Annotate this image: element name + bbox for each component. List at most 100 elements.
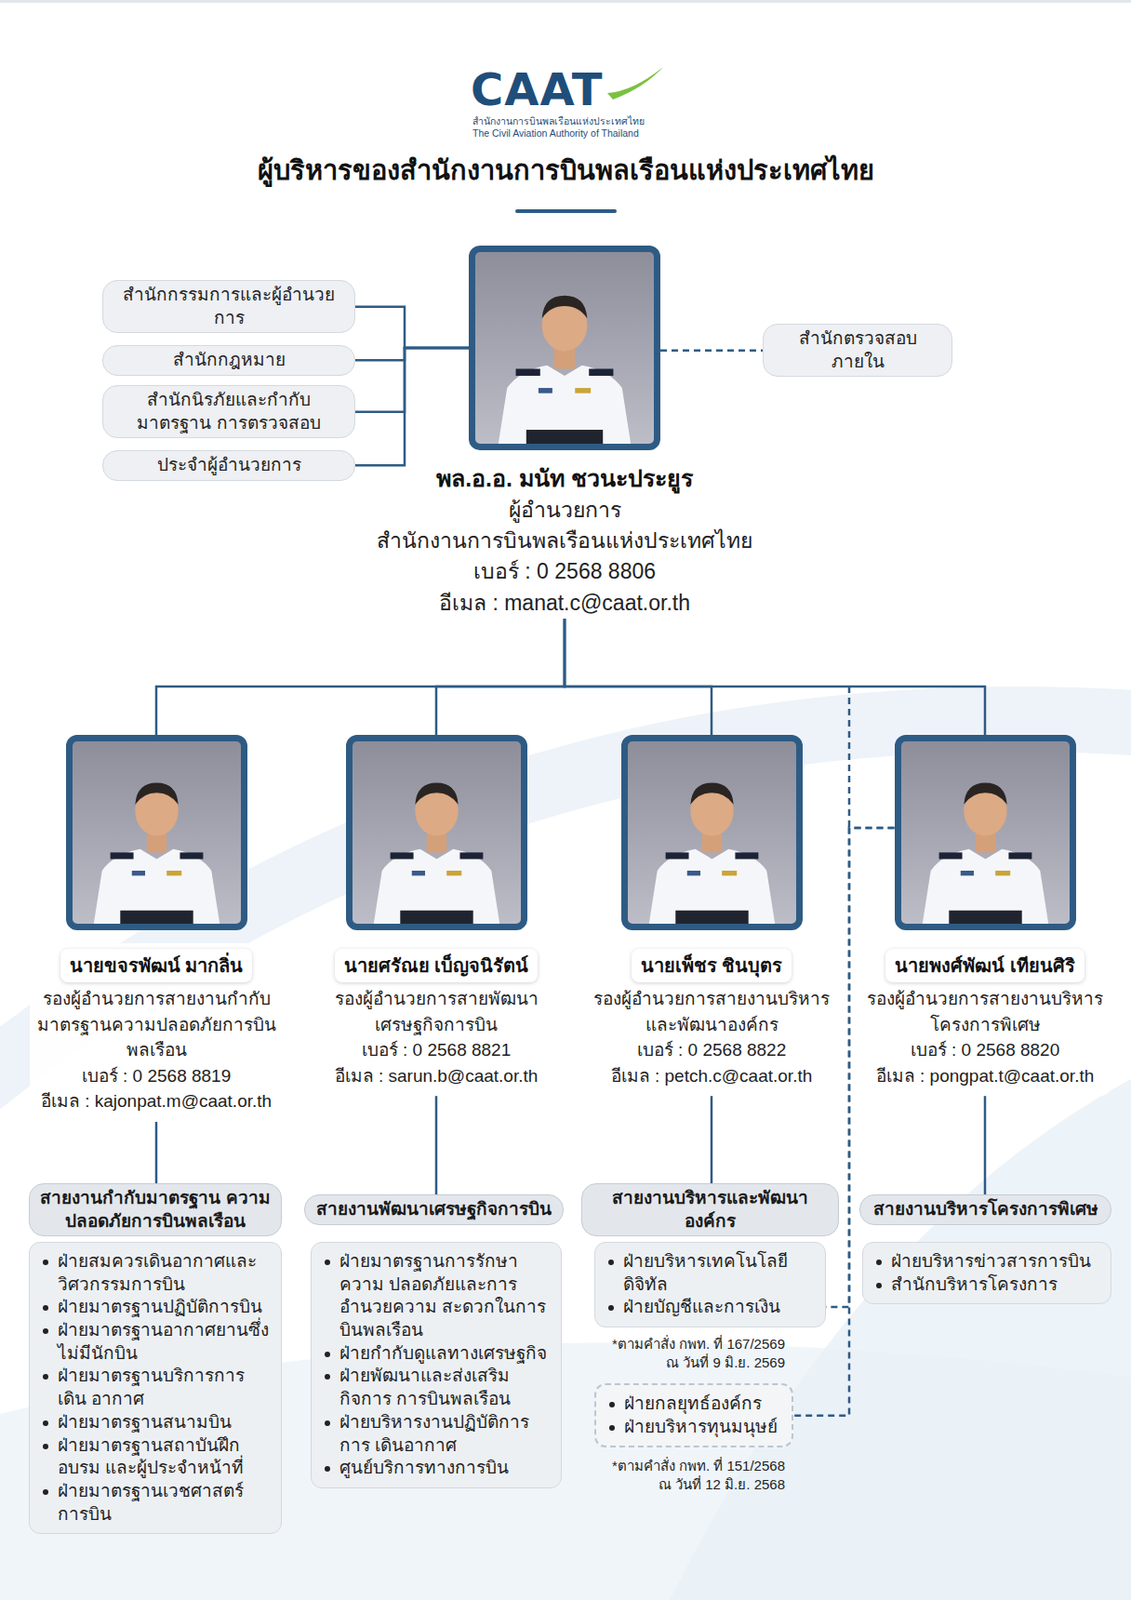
connector: [436, 618, 565, 735]
connector: [435, 1095, 439, 1195]
division-name: ฝ่ายบริหารงานปฏิบัติการการ เดินอากาศ: [339, 1411, 530, 1455]
connector: [984, 1095, 987, 1195]
name-row: นายเพ็ชร ชินบุตร: [589, 948, 834, 983]
portrait-frame: [345, 734, 528, 931]
bullet: [324, 1351, 331, 1358]
director-card: พล.อ.อ. มนัท ชวนะประยูรผู้อำนวยการสำนักง…: [350, 245, 779, 619]
order-note: ณ วันที่ 12 มิ.ย. 2568: [658, 1475, 786, 1494]
bullet: [324, 1373, 331, 1380]
bullet: [42, 1420, 49, 1426]
portrait-placeholder: [627, 741, 797, 924]
logo-english-name: The Civil Aviation Authority of Thailand: [472, 127, 639, 140]
order-note: *ตามคำสั่ง กพท. ที่ 167/2569: [612, 1334, 786, 1354]
order-note: ณ วันที่ 9 มิ.ย. 2569: [665, 1353, 786, 1372]
connector: [355, 347, 469, 466]
deputy-title: รองผู้อำนวยการสายงานกำกับ มาตรฐานความปลอ…: [33, 985, 280, 1064]
name-row: นายพงศ์พัฒน์ เทียนศิริ: [862, 948, 1108, 983]
connector: [355, 306, 469, 348]
list-item: ฝ่ายบริหารข่าวสารการบิน: [870, 1250, 1102, 1274]
division-name: สำนักบริหารโครงการ: [891, 1274, 1058, 1294]
line-heading: สายงานพัฒนาเศรษฐกิจการบิน: [312, 1197, 556, 1222]
bullet: [324, 1420, 331, 1426]
line-heading-pill: สายงานพัฒนาเศรษฐกิจการบิน: [304, 1194, 564, 1225]
deputy-title: รองผู้อำนวยการสายพัฒนา เศรษฐกิจการบิน: [313, 985, 559, 1038]
portrait-placeholder: [352, 741, 521, 924]
division-list: ฝ่ายมาตรฐานการรักษาความ ปลอดภัยและการอำน…: [310, 1241, 562, 1489]
deputy-panel: นายพงศ์พัฒน์ เทียนศิริรองผู้อำนวยการสายง…: [858, 943, 1112, 1096]
line-heading: สายงานกำกับมาตรฐาน ความปลอดภัยการบินพลเร…: [37, 1186, 274, 1233]
division-list: ฝ่ายบริหารข่าวสารการบินสำนักบริหารโครงกา…: [862, 1241, 1112, 1304]
logo-thai-name: สำนักงานการบินพลเรือนแห่งประเทศไทย: [472, 115, 645, 128]
director-detail: อีเมล : manat.c@caat.or.th: [350, 587, 779, 619]
line-heading-pill: สายงานกำกับมาตรฐาน ความปลอดภัยการบินพลเร…: [28, 1183, 282, 1237]
list-item: ฝ่ายบริหารงานปฏิบัติการการ เดินอากาศ: [319, 1410, 552, 1457]
dashed-link: [848, 686, 852, 828]
division-list: ฝ่ายบริหารเทคโนโลยีดิจิทัลฝ่ายบัญชีและกา…: [594, 1241, 826, 1328]
connector: [660, 348, 763, 352]
bullet: [876, 1259, 882, 1265]
deputy-panel: นายเพ็ชร ชินบุตรรองผู้อำนวยการสายงานบริห…: [585, 943, 838, 1096]
logo-swoosh: [605, 65, 666, 103]
director-detail: เบอร์ : 0 2568 8806: [350, 556, 779, 587]
connector: [155, 1121, 159, 1184]
bullet: [876, 1282, 882, 1289]
logo-wordmark: CAAT: [470, 66, 604, 112]
bullet: [42, 1373, 49, 1380]
division-list: ฝ่ายสมควรเดินอากาศและ วิศวกรรมการบินฝ่าย…: [28, 1241, 282, 1534]
order-note: *ตามคำสั่ง กพท. ที่ 151/2568: [612, 1456, 786, 1476]
unit-pill: สำนักนิรภัยและกำกับมาตรฐาน การตรวจสอบ: [102, 385, 356, 439]
portrait-frame: [468, 245, 661, 451]
list-item: ฝ่ายมาตรฐานเวชศาสตร์การบิน: [37, 1479, 272, 1526]
deputy-name: นายศรัณย เบ็ญจนิรัตน์: [334, 948, 539, 983]
division-name: ฝ่ายมาตรฐานปฏิบัติการบิน: [57, 1296, 263, 1317]
division-name: ฝ่ายมาตรฐานการรักษาความ ปลอดภัยและการอำน…: [339, 1250, 546, 1340]
division-name: ฝ่ายมาตรฐานอากาศยานซึ่ง ไม่มีนักบิน: [57, 1319, 269, 1363]
bullet: [42, 1328, 49, 1334]
unit-name: ประจำผู้อำนวยการ: [112, 453, 346, 478]
portrait-placeholder: [901, 741, 1070, 924]
portrait-placeholder: [475, 252, 654, 444]
unit-name: สำนักกรรมการและผู้อำนวยการ: [112, 283, 346, 330]
unit-name: สำนักนิรภัยและกำกับมาตรฐาน การตรวจสอบ: [112, 388, 346, 435]
swoosh-band: [0, 718, 1131, 1098]
unit-pill: สำนักตรวจสอบภายใน: [762, 323, 953, 377]
deputy-card: นายศรัณย เบ็ญจนิรัตน์รองผู้อำนวยการสายพั…: [309, 734, 563, 1096]
division-name: ฝ่ายมาตรฐานสถาบันฝึกอบรม และผู้ประจำหน้า…: [57, 1435, 244, 1478]
division-name: ฝ่ายมาตรฐานบริการการเดิน อากาศ: [57, 1365, 245, 1409]
deputy-card: นายพงศ์พัฒน์ เทียนศิริรองผู้อำนวยการสายง…: [858, 734, 1112, 1096]
deputy-contact: เบอร์ : 0 2568 8822: [589, 1037, 834, 1064]
bullet: [609, 1424, 615, 1431]
director-name: พล.อ.อ. มนัท ชวนะประยูร: [350, 463, 779, 495]
list-item: ฝ่ายมาตรฐานสถาบันฝึกอบรม และผู้ประจำหน้า…: [37, 1434, 272, 1480]
division-name: ฝ่ายพัฒนาและส่งเสริมกิจการ การบินพลเรือน: [339, 1365, 511, 1409]
bullet: [42, 1304, 49, 1311]
deputy-contact: เบอร์ : 0 2568 8820: [862, 1037, 1108, 1064]
division-name: ฝ่ายบริหารทุนมนุษย์: [624, 1416, 778, 1437]
portrait-frame: [894, 734, 1077, 931]
deputy-card: นายเพ็ชร ชินบุตรรองผู้อำนวยการสายงานบริห…: [585, 734, 838, 1096]
division-name: ศูนย์บริการทางการบิน: [339, 1457, 509, 1477]
list-item: ฝ่ายมาตรฐานอากาศยานซึ่ง ไม่มีนักบิน: [37, 1318, 272, 1365]
deputy-name: นายขจรพัฒน์ มากลิ่น: [60, 948, 253, 983]
bullet: [609, 1401, 615, 1408]
portrait-placeholder: [72, 741, 241, 924]
division-name: ฝ่ายสมควรเดินอากาศและ วิศวกรรมการบิน: [57, 1250, 257, 1294]
deputy-name: นายพงศ์พัฒน์ เทียนศิริ: [885, 948, 1085, 983]
line-heading-pill: สายงานบริหารโครงการพิเศษ: [859, 1194, 1112, 1225]
unit-pill: ประจำผู้อำนวยการ: [102, 450, 356, 481]
bullet: [608, 1259, 614, 1265]
deputy-contact: เบอร์ : 0 2568 8819: [33, 1063, 280, 1090]
name-row: นายขจรพัฒน์ มากลิ่น: [33, 948, 280, 983]
deputy-title: รองผู้อำนวยการสายงานบริหาร และพัฒนาองค์ก…: [589, 985, 834, 1038]
director-detail: สำนักงานการบินพลเรือนแห่งประเทศไทย: [350, 525, 779, 557]
deputy-card: นายขจรพัฒน์ มากลิ่นรองผู้อำนวยการสายงานก…: [29, 734, 283, 1122]
list-item: ฝ่ายบัญชีและการเงิน: [602, 1295, 816, 1319]
division-list-dashed: ฝ่ายกลยุทธ์องค์กรฝ่ายบริหารทุนมนุษย์: [594, 1383, 794, 1448]
deputy-panel: นายขจรพัฒน์ มากลิ่นรองผู้อำนวยการสายงานก…: [29, 943, 283, 1122]
division-name: ฝ่ายบริหารเทคโนโลยีดิจิทัล: [623, 1250, 788, 1294]
division-name: ฝ่ายกำกับดูแลทางเศรษฐกิจ: [339, 1343, 547, 1363]
bullet: [324, 1465, 331, 1472]
unit-pill: สำนักกฎหมาย: [102, 345, 356, 376]
line-heading: สายงานบริหารโครงการพิเศษ: [867, 1197, 1104, 1222]
